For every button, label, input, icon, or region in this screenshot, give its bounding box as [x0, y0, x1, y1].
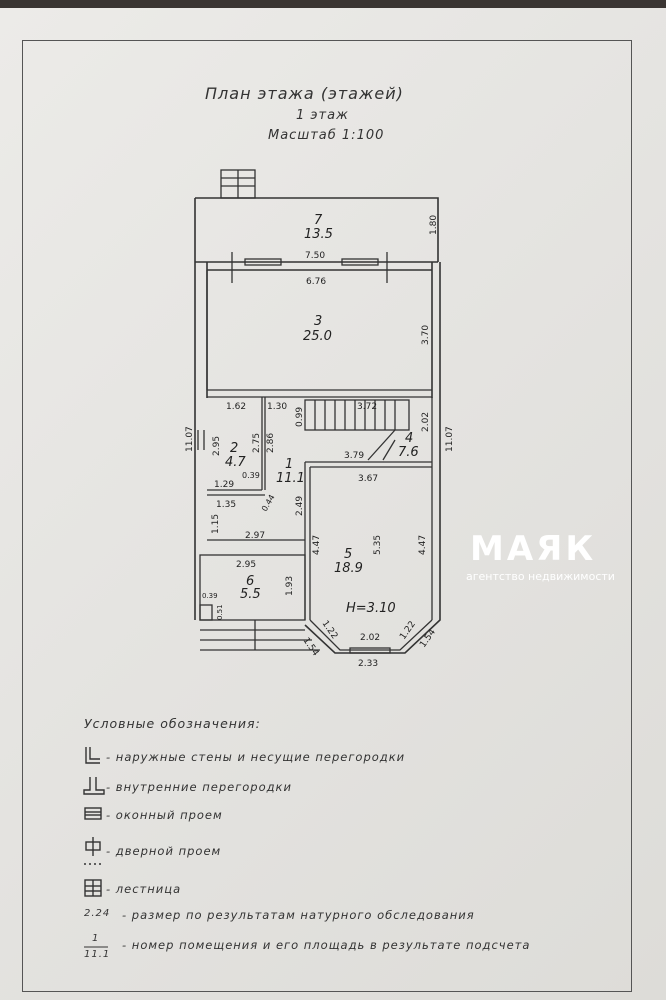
dim: 1.22: [320, 619, 340, 641]
dim: 3.67: [358, 474, 378, 484]
page-title: План этажа (этажей): [205, 84, 404, 103]
legend-inner-walls: - внутренние перегородки: [106, 780, 292, 794]
interior-staircase: [304, 399, 410, 461]
floor-label: 1 этаж: [296, 108, 349, 123]
dim: 3.72: [357, 402, 377, 412]
document-sheet: [0, 8, 666, 1000]
legend-room-area-sample: 11.1: [84, 949, 111, 960]
room-1-area: 11.1: [276, 471, 305, 486]
dim: 1.29: [214, 480, 234, 490]
dim: 0.44: [260, 493, 277, 513]
dim: 3.79: [344, 451, 364, 461]
dim: 11.07: [185, 426, 195, 452]
dim: 2.86: [266, 433, 276, 453]
dim: 1.22: [398, 620, 418, 642]
scale-label: Масштаб 1:100: [268, 128, 385, 143]
room-6-area: 5.5: [240, 587, 261, 602]
dim: 2.33: [358, 659, 378, 669]
room-3-number: 3: [314, 314, 322, 329]
legend-window: - оконный проем: [106, 808, 223, 822]
dim: 1.93: [285, 576, 295, 596]
legend-outer-walls: - наружные стены и несущие перегородки: [106, 750, 406, 764]
dim: 0.39: [202, 592, 218, 600]
dim: 3.70: [421, 325, 431, 345]
page-frame: [22, 40, 632, 992]
watermark-tagline: агентство недвижимости: [466, 570, 615, 583]
inner-wall-icon: [83, 777, 105, 795]
ceiling-height: H=3.10: [346, 601, 396, 616]
dim: 11.07: [445, 426, 455, 452]
watermark-brand: МАЯК: [470, 529, 596, 569]
dim: 0.99: [295, 407, 305, 427]
window: [244, 258, 282, 266]
dim: 2.95: [212, 436, 222, 456]
dim: 2.02: [360, 633, 380, 643]
dim: 1.15: [211, 514, 221, 534]
entrance-stair: [220, 169, 256, 199]
dim: 1.35: [216, 500, 236, 510]
room-1-number: 1: [285, 457, 293, 472]
dim: 0.39: [242, 471, 260, 480]
dim: 1.54: [301, 636, 321, 658]
room-4-number: 4: [405, 431, 413, 446]
dim: 6.76: [306, 277, 326, 287]
dim: 1.62: [226, 402, 246, 412]
room-6-number: 6: [246, 574, 254, 589]
legend-room-number-sample: 1: [92, 933, 100, 944]
legend-title: Условные обозначения:: [84, 716, 261, 731]
outer-wall-icon: [85, 747, 100, 764]
window: [341, 258, 379, 266]
room-5-area: 18.9: [334, 561, 363, 576]
legend-size: - размер по результатам натурного обслед…: [122, 908, 475, 922]
legend-size-sample: 2.24: [84, 908, 111, 919]
room-3-area: 25.0: [303, 329, 332, 344]
legend-room: - номер помещения и его площадь в резуль…: [122, 938, 531, 952]
room-5-number: 5: [344, 547, 352, 562]
dim: 2.75: [252, 433, 262, 453]
dim: 2.97: [245, 531, 265, 541]
dim: 7.50: [305, 251, 325, 261]
dim: 4.47: [418, 535, 428, 555]
legend-stair: - лестница: [106, 882, 182, 896]
dim: 1.30: [267, 402, 287, 412]
room-2-area: 4.7: [225, 455, 246, 470]
room-7-number: 7: [314, 213, 323, 228]
stair-icon: [84, 879, 102, 897]
dim: 2.02: [421, 412, 431, 432]
dim: 1.80: [429, 215, 439, 235]
dim: 2.49: [295, 496, 305, 516]
room-7-area: 13.5: [304, 227, 333, 242]
room-4-area: 7.6: [398, 445, 419, 460]
legend-door: - дверной проем: [106, 844, 222, 858]
room-2-number: 2: [230, 441, 238, 456]
dim: 5.35: [373, 535, 383, 555]
dim: 2.95: [236, 560, 256, 570]
dim: 0.51: [216, 604, 224, 620]
dim: 4.47: [312, 535, 322, 555]
door-icon: [84, 837, 102, 865]
window-icon: [84, 807, 102, 820]
